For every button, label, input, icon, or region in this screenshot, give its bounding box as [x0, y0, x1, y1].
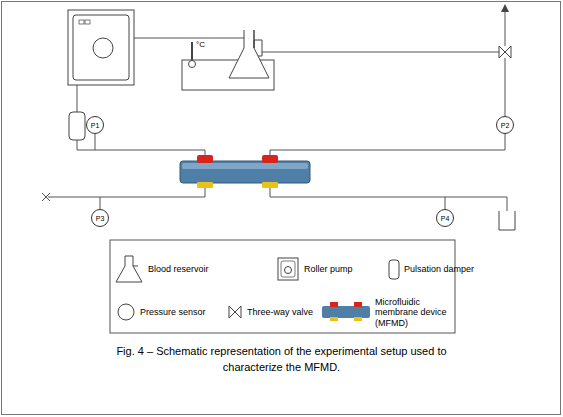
legend-pump-roller [285, 267, 292, 274]
legend-damper [389, 260, 399, 279]
mfmd-top [182, 163, 308, 169]
outlet-port [262, 155, 278, 163]
thermometer-bulb [189, 61, 196, 68]
inlet-port [197, 155, 213, 163]
legend-pump [278, 258, 298, 280]
legend-flask [116, 256, 142, 282]
pump-indicator [79, 20, 84, 24]
sensor-stem [100, 197, 101, 209]
pipe [262, 52, 499, 53]
legend-text: Roller pump [304, 264, 353, 274]
pipe [48, 187, 205, 197]
sensor-stem [95, 134, 96, 150]
legend-sensor [118, 304, 134, 320]
closed-end [42, 193, 50, 201]
three-way-valve [499, 46, 511, 58]
legend-text: Pressure sensor [140, 307, 206, 317]
legend-text: Pulsation damper [404, 264, 474, 274]
unit-label: °C [196, 40, 205, 49]
figure-caption: Fig. 4 – Schematic representation of the… [96, 344, 467, 376]
pressure-sensor: P4 [436, 209, 454, 227]
legend-mfmd-port [330, 317, 338, 321]
legend-text: Three-way valve [247, 307, 313, 317]
thermometer [191, 42, 193, 60]
pipe [77, 140, 205, 156]
sensor-label: P3 [96, 215, 105, 222]
legend-text: Microfluidic membrane device (MFMD) [375, 297, 453, 328]
legend-mfmd-port [354, 317, 362, 321]
roller-pump [68, 10, 134, 85]
pulsation-damper [69, 112, 85, 140]
legend-mfmd-port [354, 302, 362, 307]
pressure-sensor: P1 [86, 116, 104, 134]
sensor-label: P4 [441, 215, 450, 222]
legend-valve [229, 306, 241, 318]
pump-indicator [85, 20, 90, 24]
legend-mfmd-port [330, 302, 338, 307]
collection-beaker [499, 211, 515, 230]
blood-reservoir [229, 30, 269, 78]
pipe [270, 187, 507, 212]
legend-mfmd [322, 306, 370, 318]
pressure-sensor: P2 [496, 116, 514, 134]
pump-roller [93, 38, 113, 58]
legend-pump-housing [281, 261, 295, 277]
lower-port [262, 182, 278, 188]
legend-box [110, 240, 455, 333]
pipe [77, 85, 78, 112]
pressure-sensor: P3 [91, 209, 109, 227]
legend-text: Blood reservoir [148, 264, 209, 274]
lower-port [197, 182, 213, 188]
pipe [270, 58, 505, 156]
outlet-arrow [505, 8, 506, 46]
pump-housing [73, 15, 129, 80]
mfmd-device [180, 161, 310, 183]
sensor-label: P2 [501, 122, 510, 129]
sensor-stem [445, 197, 446, 209]
sensor-label: P1 [91, 122, 100, 129]
